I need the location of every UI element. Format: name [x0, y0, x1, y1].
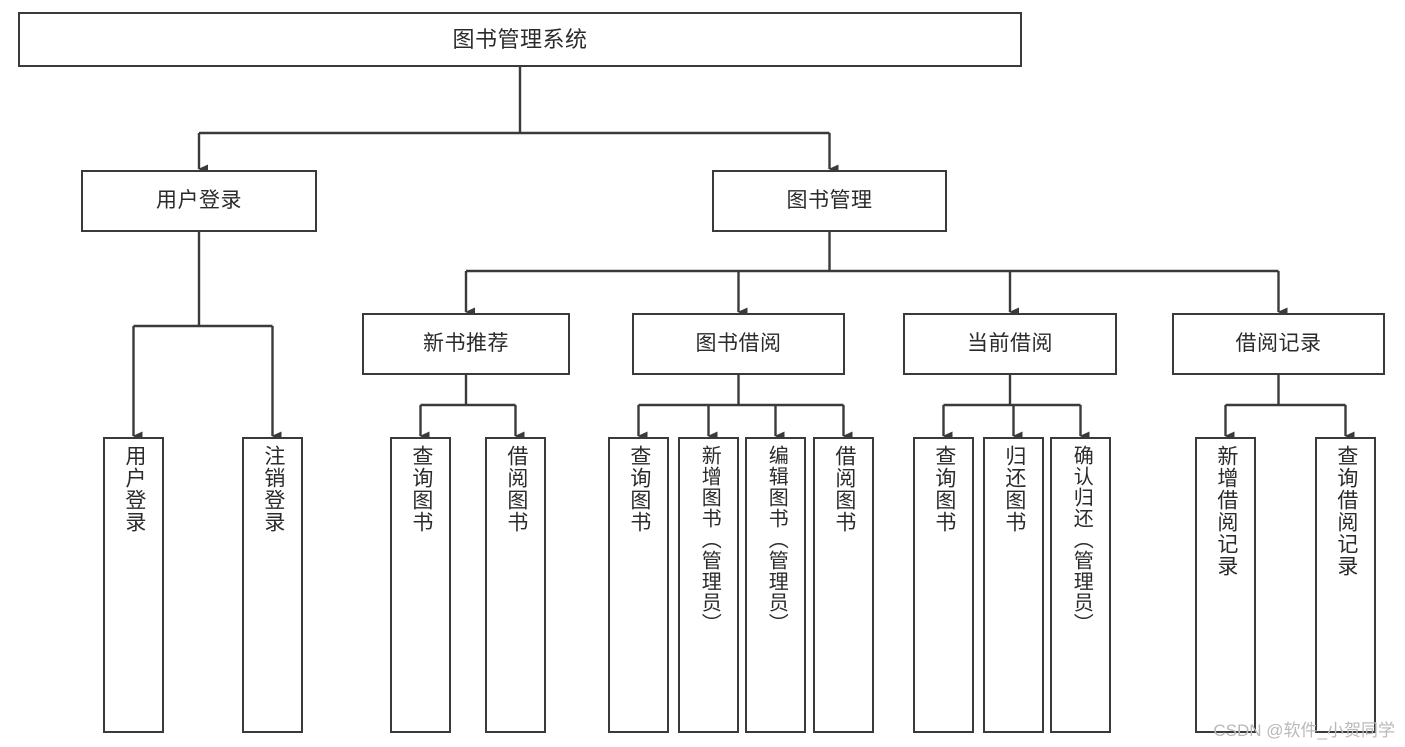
node-label: 查询图书 [409, 445, 433, 533]
watermark: CSDN @软件_小贺同学 [1213, 721, 1395, 740]
node-leaf3[interactable]: 查询图书 [390, 437, 451, 733]
node-label: 图书管理 [786, 188, 873, 212]
node-label: 编辑图书（管理员） [765, 445, 788, 634]
node-leaf1[interactable]: 用户登录 [103, 437, 164, 733]
node-leaf13[interactable]: 查询借阅记录 [1315, 437, 1376, 733]
node-leaf2[interactable]: 注销登录 [242, 437, 303, 733]
node-login[interactable]: 用户登录 [81, 170, 317, 232]
node-leaf6[interactable]: 新增图书（管理员） [678, 437, 739, 733]
node-label: 借阅图书 [504, 445, 528, 533]
node-label: 当前借阅 [967, 331, 1053, 355]
node-label: 用户登录 [122, 445, 146, 533]
node-label: 查询借阅记录 [1334, 445, 1358, 577]
node-label: 注销登录 [261, 445, 285, 533]
node-borrow[interactable]: 图书借阅 [632, 313, 845, 375]
node-label: 新增图书（管理员） [698, 445, 721, 634]
node-leaf8[interactable]: 借阅图书 [813, 437, 874, 733]
node-label: 借阅图书 [832, 445, 856, 533]
node-leaf11[interactable]: 确认归还（管理员） [1050, 437, 1111, 733]
node-leaf4[interactable]: 借阅图书 [485, 437, 546, 733]
node-label: 图书借阅 [695, 331, 782, 355]
node-label: 查询图书 [932, 445, 956, 533]
node-leaf12[interactable]: 新增借阅记录 [1195, 437, 1256, 733]
node-current[interactable]: 当前借阅 [903, 313, 1117, 375]
node-leaf9[interactable]: 查询图书 [913, 437, 974, 733]
node-newbook[interactable]: 新书推荐 [362, 313, 570, 375]
node-leaf5[interactable]: 查询图书 [608, 437, 669, 733]
node-records[interactable]: 借阅记录 [1172, 313, 1385, 375]
node-leaf7[interactable]: 编辑图书（管理员） [745, 437, 806, 733]
node-label: 查询图书 [627, 445, 651, 533]
node-label: 用户登录 [156, 188, 242, 212]
node-bookmgmt[interactable]: 图书管理 [712, 170, 947, 232]
node-leaf10[interactable]: 归还图书 [983, 437, 1044, 733]
node-root[interactable]: 图书管理系统 [18, 12, 1022, 67]
node-label: 新增借阅记录 [1214, 445, 1238, 577]
node-label: 借阅记录 [1235, 331, 1322, 355]
node-label: 图书管理系统 [452, 26, 588, 52]
node-label: 归还图书 [1002, 445, 1026, 533]
node-label: 确认归还（管理员） [1070, 445, 1093, 634]
node-label: 新书推荐 [423, 331, 509, 355]
